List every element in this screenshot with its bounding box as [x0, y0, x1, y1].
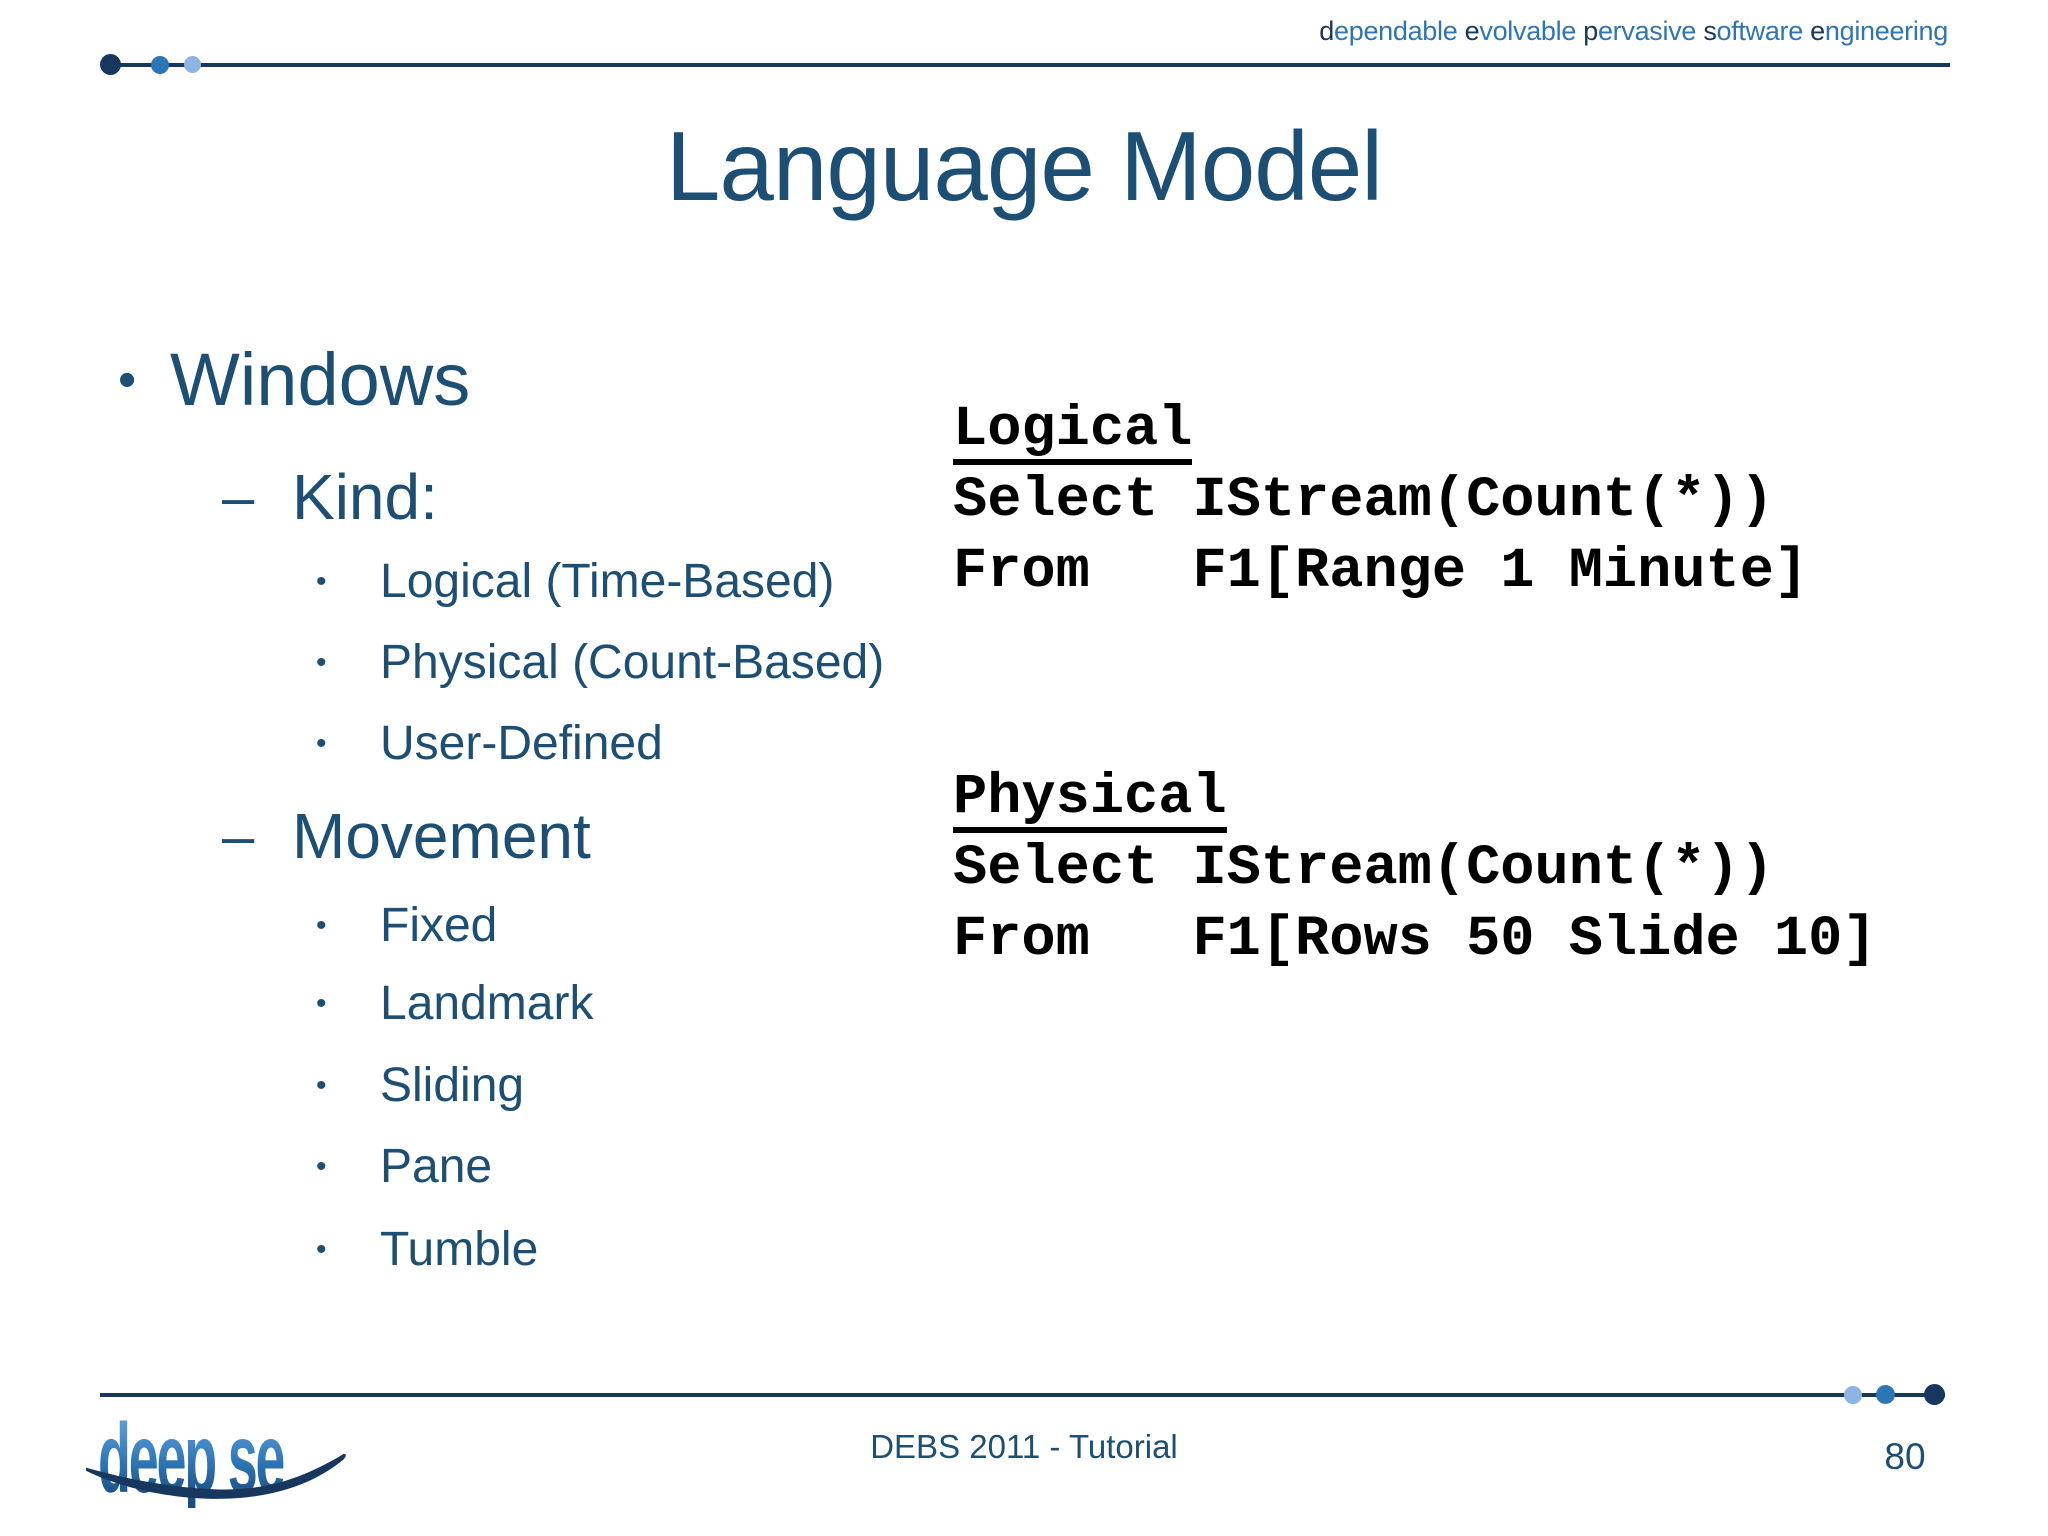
bottom-dot-dark	[1924, 1384, 1945, 1405]
bullet-icon: •	[316, 1149, 327, 1183]
code-line: Select IStream(Count(*))	[953, 837, 1774, 901]
code-heading: Logical	[953, 395, 1808, 466]
top-dot-dark	[100, 54, 121, 75]
list-item-kind: – Kind:	[222, 460, 438, 534]
list-item-label: Landmark	[380, 977, 594, 1030]
bullet-icon: •	[316, 564, 327, 598]
list-item-label: Tumble	[380, 1223, 539, 1276]
list-item-landmark: • Landmark	[316, 976, 593, 1031]
list-item-sliding: • Sliding	[316, 1058, 524, 1113]
bullet-icon: •	[316, 986, 327, 1020]
bullet-icon: •	[316, 1068, 327, 1102]
list-item-tumble: • Tumble	[316, 1222, 538, 1277]
page-title: Language Model	[665, 111, 1383, 221]
footer-caption: DEBS 2011 - Tutorial	[870, 1428, 1178, 1465]
code-heading: Physical	[953, 763, 1877, 834]
code-line: Select IStream(Count(*))	[953, 469, 1774, 533]
list-item-label: Fixed	[380, 899, 498, 952]
code-line: From F1[Rows 50 Slide 10]	[953, 908, 1877, 972]
page-number: 80	[1884, 1436, 1926, 1477]
list-item-fixed: • Fixed	[316, 898, 497, 953]
list-item-label: Windows	[170, 338, 471, 421]
list-item-logical: • Logical (Time-Based)	[316, 554, 834, 609]
code-heading-label: Logical	[953, 401, 1193, 465]
list-item-label: Movement	[292, 800, 591, 872]
dash-icon: –	[222, 803, 255, 869]
deep-se-logo: deep se	[86, 1408, 358, 1518]
top-divider-line	[110, 63, 1950, 67]
code-block-logical: Logical Select IStream(Count(*)) From F1…	[953, 395, 1808, 608]
list-item-windows: • Windows	[118, 337, 470, 422]
list-item-label: Physical (Count-Based)	[380, 636, 885, 689]
bottom-dot-light	[1844, 1386, 1862, 1404]
logo-swoosh-icon	[86, 1453, 346, 1499]
list-item-movement: – Movement	[222, 799, 591, 873]
bullet-icon: •	[316, 726, 327, 760]
code-heading-label: Physical	[953, 769, 1227, 833]
bullet-icon: •	[316, 1232, 327, 1266]
list-item-pane: • Pane	[316, 1139, 492, 1194]
list-item-label: User-Defined	[380, 717, 663, 770]
top-dot-light	[184, 56, 201, 73]
bottom-divider-line	[100, 1393, 1945, 1397]
code-block-physical: Physical Select IStream(Count(*)) From F…	[953, 763, 1877, 976]
list-item-label: Sliding	[380, 1059, 525, 1112]
list-item-physical: • Physical (Count-Based)	[316, 635, 884, 690]
bullet-icon: •	[316, 645, 327, 679]
bullet-icon: •	[316, 908, 327, 942]
brand-tagline: dependable evolvable pervasive software …	[1319, 16, 1948, 46]
list-item-user-defined: • User-Defined	[316, 716, 663, 771]
bottom-dot-mid	[1876, 1385, 1895, 1404]
list-item-label: Logical (Time-Based)	[380, 555, 835, 608]
dash-icon: –	[222, 464, 255, 530]
top-dot-mid	[151, 56, 169, 74]
list-item-label: Pane	[380, 1140, 493, 1193]
code-line: From F1[Range 1 Minute]	[953, 540, 1809, 604]
list-item-label: Kind:	[292, 461, 438, 533]
bullet-icon: •	[118, 350, 137, 409]
